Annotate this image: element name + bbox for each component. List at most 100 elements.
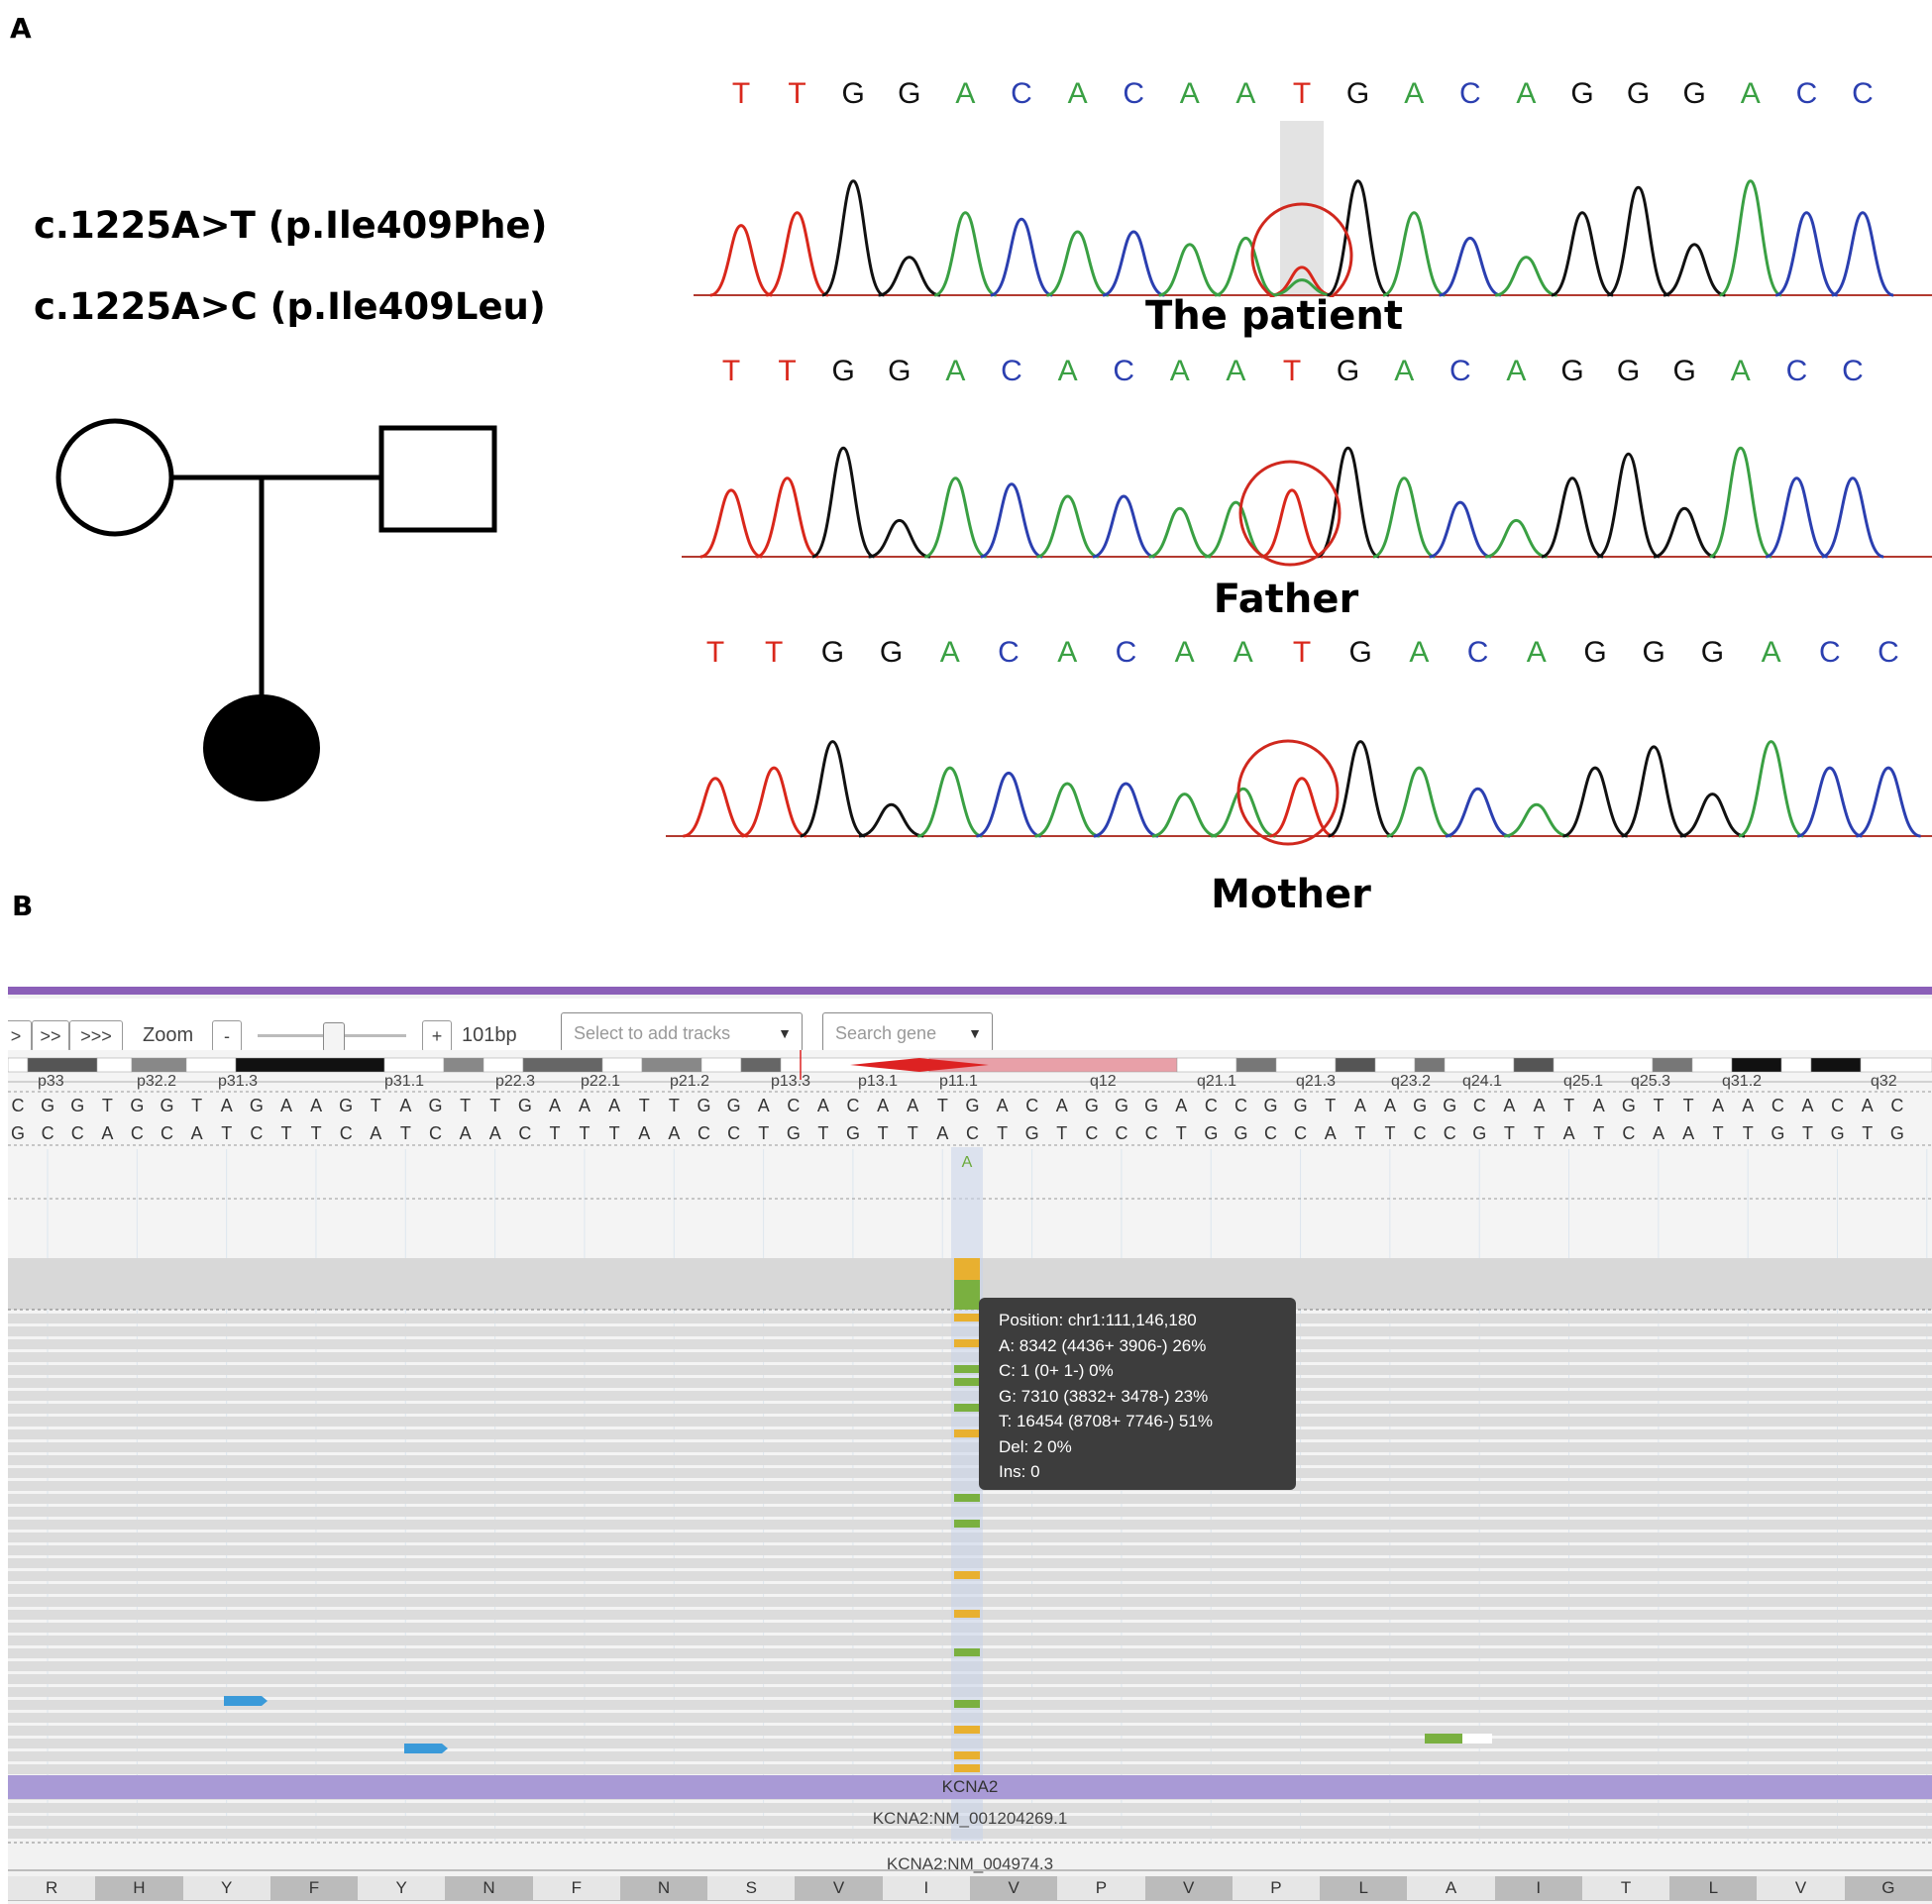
amino-acid-cell: Y xyxy=(358,1876,446,1900)
ideogram-band xyxy=(27,1057,98,1073)
chromatogram-peak xyxy=(765,211,829,297)
chromatogram-peak xyxy=(1046,230,1110,297)
gene-name: KCNA2 xyxy=(941,1777,999,1796)
pedigree-proband-symbol xyxy=(203,694,320,801)
chromatogram-peak xyxy=(1382,211,1446,297)
forward-base: C xyxy=(1205,1096,1218,1115)
nav-jump-button[interactable]: >>> xyxy=(69,1020,123,1052)
zoom-slider-handle[interactable] xyxy=(323,1022,345,1052)
chromatogram-peak xyxy=(699,488,763,559)
chromatogram-peak xyxy=(1606,185,1670,297)
ideogram-band xyxy=(235,1057,385,1073)
reverse-base: G xyxy=(846,1123,860,1143)
chromatogram-peak xyxy=(878,256,941,297)
ideogram-band xyxy=(522,1057,603,1073)
amino-acid-cell: I xyxy=(882,1876,970,1900)
ideogram-band-label: p31.1 xyxy=(384,1073,424,1090)
ideogram-band xyxy=(1652,1057,1693,1073)
read-blue-marker xyxy=(404,1744,448,1753)
forward-base: A xyxy=(310,1096,322,1115)
reverse-base: C xyxy=(340,1123,353,1143)
ideogram-band-label: p11.1 xyxy=(939,1073,978,1090)
base-call: T xyxy=(1283,355,1301,387)
base-call: G xyxy=(1346,77,1369,110)
zoom-out-button[interactable]: - xyxy=(212,1020,242,1052)
nav-step-button[interactable]: > xyxy=(8,1020,32,1052)
forward-base: G xyxy=(1115,1096,1128,1115)
forward-base: C xyxy=(1473,1096,1486,1115)
amino-acid-cell: N xyxy=(619,1876,708,1900)
zoom-in-button[interactable]: + xyxy=(422,1020,452,1052)
nav-page-button[interactable]: >> xyxy=(32,1020,69,1052)
mismatch-base xyxy=(954,1404,980,1412)
reverse-base: T xyxy=(758,1123,769,1143)
reverse-base: A xyxy=(1682,1123,1694,1143)
reverse-base: C xyxy=(1414,1123,1427,1143)
base-call: C xyxy=(998,636,1020,669)
gene-search-placeholder: Search gene xyxy=(835,1023,937,1043)
base-call: C xyxy=(1459,77,1481,110)
reverse-base: A xyxy=(370,1123,381,1143)
base-call: C xyxy=(1011,77,1032,110)
ideogram-band xyxy=(1513,1057,1555,1073)
forward-base: A xyxy=(1862,1096,1874,1115)
base-call: T xyxy=(722,355,740,387)
track-select-placeholder: Select to add tracks xyxy=(574,1023,731,1043)
chromatogram-peak xyxy=(1326,179,1390,297)
zoom-label: Zoom xyxy=(143,1024,194,1046)
base-call: A xyxy=(1170,355,1190,387)
forward-base: T xyxy=(1683,1096,1694,1115)
chromatogram-peak xyxy=(1596,452,1661,559)
ideogram-band-label: p13.3 xyxy=(771,1073,810,1090)
base-call: A xyxy=(1762,636,1781,669)
forward-base: G xyxy=(429,1096,443,1115)
amino-acid-cell: T xyxy=(1581,1876,1670,1900)
ideogram-band xyxy=(740,1057,782,1073)
reverse-base: A xyxy=(460,1123,472,1143)
base-call: G xyxy=(898,77,920,110)
base-call: A xyxy=(955,77,975,110)
variant-circle-marker xyxy=(1250,202,1353,297)
track-select[interactable]: Select to add tracks ▼ xyxy=(561,1012,803,1052)
forward-base: T xyxy=(460,1096,471,1115)
reverse-base: T xyxy=(580,1123,590,1143)
amino-acid-cell: F xyxy=(269,1876,359,1900)
mismatch-base xyxy=(954,1520,980,1528)
tooltip-ins: Ins: 0 xyxy=(999,1462,1040,1481)
base-call: T xyxy=(706,636,724,669)
ideogram-band-label: p13.1 xyxy=(858,1073,898,1090)
gene-search-select[interactable]: Search gene ▼ xyxy=(822,1012,993,1052)
amino-acid-cell: P xyxy=(1057,1876,1145,1900)
reverse-base: T xyxy=(549,1123,560,1143)
amino-acid-cell: S xyxy=(707,1876,796,1900)
forward-base: A xyxy=(758,1096,770,1115)
genome-browser: > >> >>> Zoom - + 101bp Select to add tr… xyxy=(8,987,1932,1904)
chromatogram-peak xyxy=(1621,745,1687,838)
amino-acid-cell: L xyxy=(1669,1876,1758,1900)
chromatogram-peak xyxy=(1151,793,1218,838)
forward-base: G xyxy=(1413,1096,1427,1115)
amino-acid-cell: G xyxy=(1844,1876,1932,1900)
tooltip-count-g: G: 7310 (3832+ 3478-) 23% xyxy=(999,1386,1209,1406)
chromatogram-peak xyxy=(1551,211,1614,297)
base-call: G xyxy=(832,355,855,387)
base-call: T xyxy=(788,77,805,110)
trace-label-father: Father xyxy=(1213,577,1359,622)
forward-base: C xyxy=(787,1096,800,1115)
chromatogram-peak xyxy=(1494,256,1557,297)
base-call: G xyxy=(1701,636,1724,669)
ideogram-band-label: q24.1 xyxy=(1462,1073,1502,1090)
ideogram-band xyxy=(383,1057,445,1073)
forward-base: C xyxy=(1025,1096,1038,1115)
reverse-base: C xyxy=(1622,1123,1635,1143)
ideogram-band xyxy=(185,1057,237,1073)
ideogram-band-label: p31.3 xyxy=(218,1073,258,1090)
ideogram-band xyxy=(443,1057,484,1073)
base-call: G xyxy=(1570,77,1593,110)
mismatch-base xyxy=(954,1429,980,1437)
chromatogram-peak xyxy=(1653,506,1716,559)
chromatogram-peak xyxy=(683,777,748,838)
gene-track-bar[interactable] xyxy=(8,1775,1932,1799)
